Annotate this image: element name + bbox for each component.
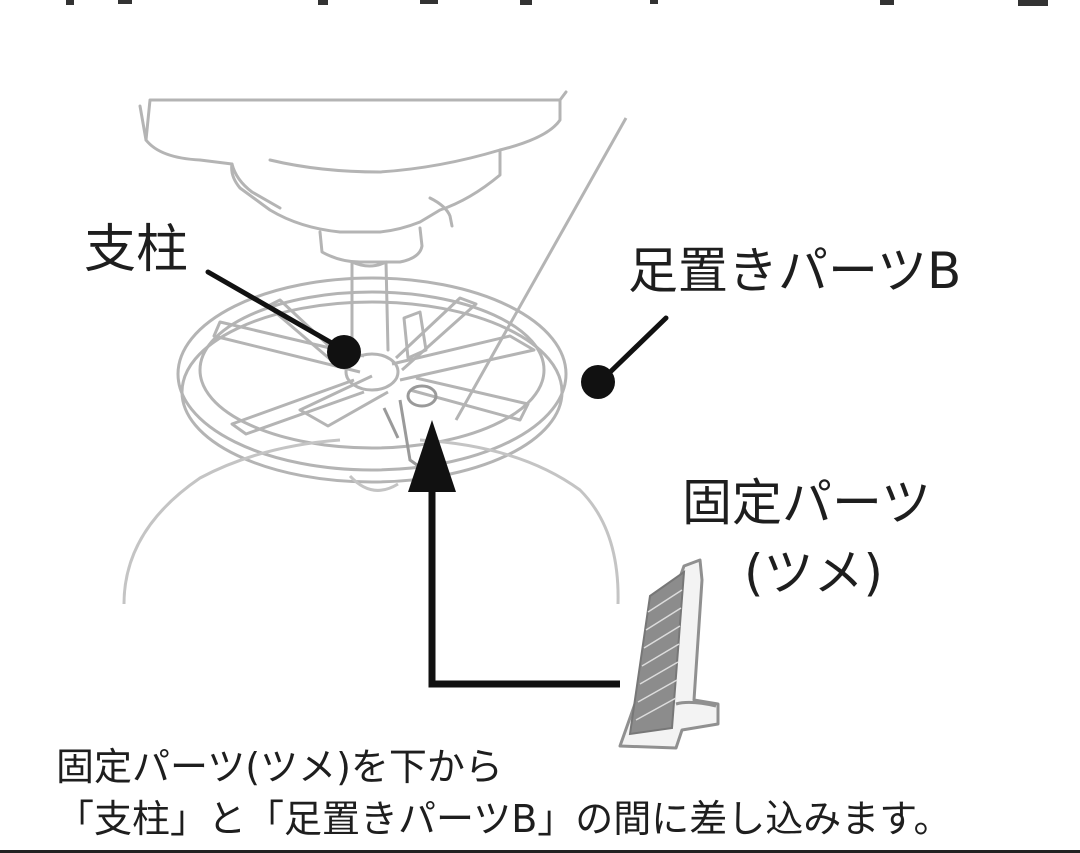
footrest-part-b-label: 足置きパーツB	[628, 242, 962, 300]
pillar-label: 支柱	[84, 220, 189, 280]
chair-seat-sketch	[138, 90, 568, 264]
footrest-ring-sketch	[176, 276, 568, 484]
fixing-part-claw-label: (ツメ)	[744, 544, 884, 602]
pillar-sketch	[350, 260, 390, 352]
leg-line-sketch	[454, 117, 628, 421]
insertion-arrow	[408, 420, 620, 688]
instruction-caption-line1: 固定パーツ(ツメ)を下から	[56, 745, 503, 789]
cropped-top-text	[66, 0, 1048, 6]
fixing-claw-part	[618, 558, 720, 750]
fixing-part-label: 固定パーツ	[682, 474, 931, 532]
base-sketch	[122, 438, 620, 605]
pillar-leader	[205, 269, 361, 369]
instruction-caption-line2: 「支柱」と「足置きパーツB」の間に差し込みます。	[56, 797, 952, 841]
footrest-leader	[581, 315, 669, 399]
bottom-divider	[0, 850, 1080, 853]
